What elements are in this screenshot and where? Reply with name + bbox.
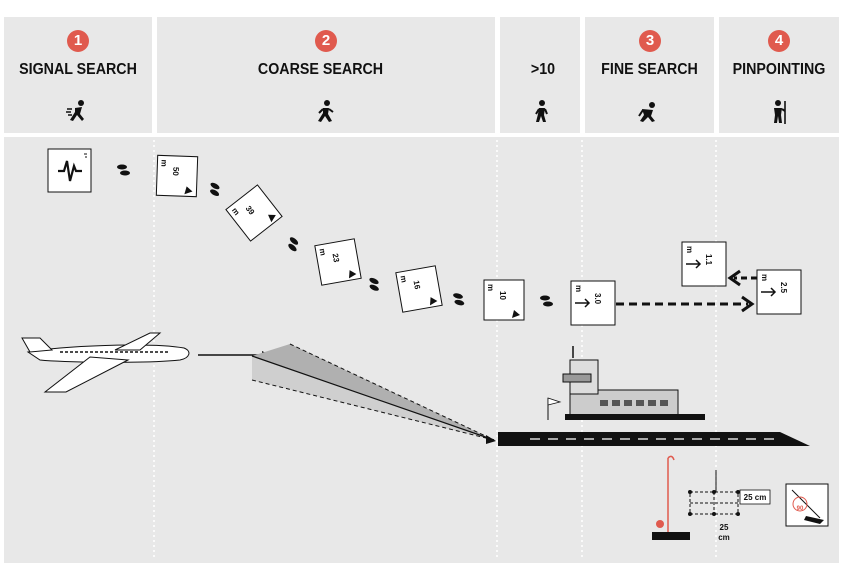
runway bbox=[498, 432, 810, 446]
step-coarse-search: 2 COARSE SEARCH bbox=[157, 17, 495, 133]
running-person-icon bbox=[66, 100, 84, 121]
beacon-unit: m bbox=[159, 159, 168, 166]
beacon-unit: m bbox=[574, 285, 583, 292]
beacon-display: 16 m bbox=[395, 265, 443, 313]
beacon-unit: m bbox=[486, 284, 495, 291]
beacon-display: 1.1 m bbox=[681, 241, 727, 287]
step-title: >10 bbox=[530, 61, 556, 78]
footprints bbox=[117, 164, 553, 307]
footprint-icon bbox=[210, 182, 220, 197]
step-pinpointing: 4 PINPOINTING bbox=[719, 17, 839, 133]
grid-label-vertical: 25 bbox=[720, 523, 729, 532]
airport-tower-icon bbox=[547, 346, 705, 420]
beacon-signal-display bbox=[47, 148, 92, 193]
step-number-badge: 4 bbox=[768, 30, 790, 52]
airplane-icon bbox=[21, 332, 190, 393]
beacon-display: 3.0 m bbox=[570, 280, 616, 326]
walking-person-icon bbox=[318, 100, 334, 122]
beacon-unit: m bbox=[760, 274, 769, 281]
step-number-badge: 3 bbox=[639, 30, 661, 52]
search-strip bbox=[251, 343, 496, 444]
footprint-icon bbox=[453, 293, 465, 306]
beacon-display: 10 m bbox=[483, 279, 525, 321]
beacon-distance: 23 bbox=[331, 253, 342, 264]
fine-search-path bbox=[616, 269, 757, 313]
pinpoint-grid: 25 cm 25 cm bbox=[652, 455, 771, 542]
grid-label-vertical-unit: cm bbox=[718, 533, 730, 542]
beacon-distance: 16 bbox=[412, 280, 423, 291]
beacon-unit: m bbox=[230, 206, 241, 217]
beacon-unit: m bbox=[398, 275, 408, 284]
crouching-person-icon bbox=[638, 102, 655, 122]
beacon-distance: 50 bbox=[171, 167, 180, 177]
footprint-icon bbox=[117, 164, 130, 176]
probe-angle-label: 90 bbox=[797, 506, 804, 512]
slow-walking-person-icon bbox=[535, 100, 548, 122]
beacon-distance: 3.0 bbox=[593, 293, 602, 305]
beacon-display: 39 m bbox=[225, 184, 283, 242]
step-number-badge: 1 bbox=[67, 30, 89, 52]
beacon-distance: 1.1 bbox=[704, 254, 713, 266]
beacon-unit: m bbox=[685, 246, 694, 253]
step-signal-search: 1 SIGNAL SEARCH bbox=[4, 17, 152, 133]
footprint-icon bbox=[540, 295, 553, 307]
grid-label-horizontal: 25 cm bbox=[744, 493, 767, 502]
step-slow-walk: >10 bbox=[500, 17, 580, 133]
step-fine-search: 3 FINE SEARCH bbox=[585, 17, 714, 133]
phase-dividers bbox=[153, 100, 717, 560]
step-title: SIGNAL SEARCH bbox=[19, 61, 137, 78]
beacon-distance: 10 bbox=[498, 291, 507, 300]
beacon-display: 50 m bbox=[155, 154, 199, 198]
beacon-displays: 50 m 39 m 23 m 16 m bbox=[155, 154, 802, 326]
beacon-unit: m bbox=[317, 248, 327, 257]
footprint-icon bbox=[288, 237, 299, 252]
probing-person-icon bbox=[774, 100, 786, 124]
probe-angle-inset: 90 bbox=[785, 483, 829, 527]
beacon-display: 2.5 m bbox=[756, 269, 802, 315]
footprint-icon bbox=[369, 277, 379, 291]
beacon-display: 23 m bbox=[314, 238, 362, 286]
step-title: PINPOINTING bbox=[732, 61, 826, 78]
step-title: FINE SEARCH bbox=[601, 61, 698, 78]
step-title: COARSE SEARCH bbox=[257, 61, 384, 78]
beacon-distance: 2.5 bbox=[779, 282, 788, 294]
step-number-badge: 2 bbox=[315, 30, 337, 52]
